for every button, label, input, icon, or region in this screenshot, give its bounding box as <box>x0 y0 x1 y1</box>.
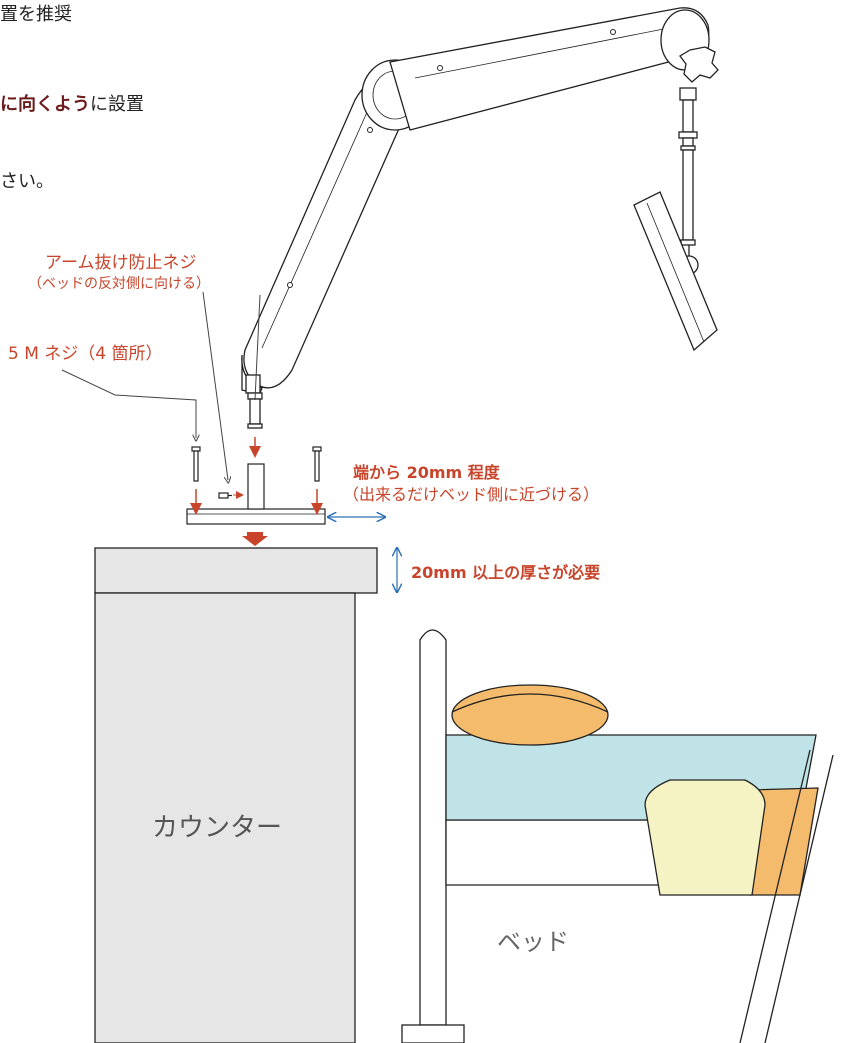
instruction-line-2: に向くように設置 <box>0 96 144 114</box>
arm-assembly <box>241 7 719 429</box>
edge-distance-note: （出来るだけベッド側に近づける） <box>343 485 600 504</box>
counter <box>94 547 378 1043</box>
thickness-label: 20mm 以上の厚さが必要 <box>411 563 601 582</box>
bed-label: ベッド <box>497 928 569 956</box>
arm-stop-screw-note: （ベッドの反対側に向ける） <box>28 276 210 292</box>
instruction-emphasis: に向くよう <box>0 94 90 115</box>
dimension-arrows <box>328 517 397 592</box>
callout-leaders <box>61 291 261 480</box>
edge-distance-label: 端から 20mm 程度 <box>353 463 500 482</box>
mount-assembly <box>186 446 326 525</box>
arm-rivets <box>287 29 616 288</box>
counter-label: カウンター <box>152 813 283 843</box>
instruction-line-1: 置を推奨 <box>0 4 72 25</box>
bed <box>401 629 834 1043</box>
instruction-line-3: さい。 <box>0 171 54 192</box>
arm-stop-screw-label: アーム抜け防止ネジ <box>45 253 197 273</box>
assembly-arrows <box>190 437 323 546</box>
m5-screw-label: 5 M ネジ（4 箇所） <box>8 344 163 364</box>
instruction-line-2-rest: に設置 <box>90 94 144 115</box>
